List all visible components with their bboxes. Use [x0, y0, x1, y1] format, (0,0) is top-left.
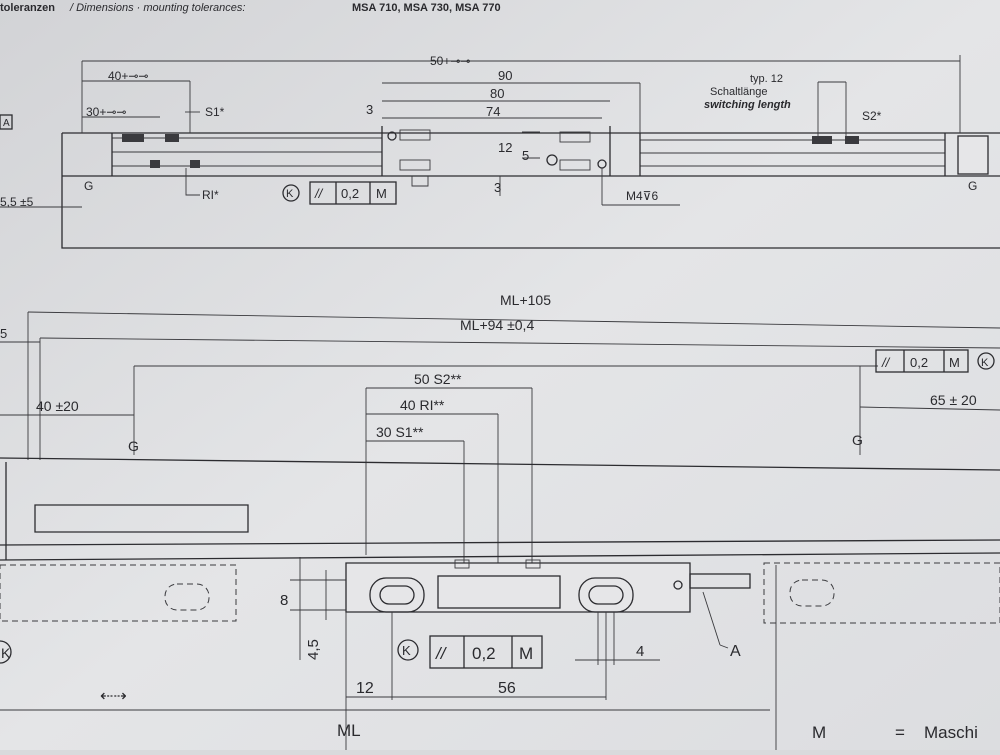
ghost-hole-right	[789, 579, 835, 607]
switching-length: switching length	[704, 99, 791, 111]
svg-text:M: M	[949, 355, 960, 370]
cable	[689, 573, 751, 589]
dim-4: 4	[636, 643, 644, 660]
dim-40-20: 40 ±20	[36, 398, 79, 414]
svg-text://: //	[435, 644, 448, 663]
header-italic: / Dimensions · mounting tolerances:	[69, 2, 245, 14]
label-s2: S2*	[862, 109, 882, 123]
typ-12: typ. 12	[750, 73, 783, 85]
svg-text:K: K	[286, 188, 294, 200]
m4-thread: M4⊽6	[626, 189, 658, 203]
mounting-hole-left	[369, 577, 425, 613]
right-mounting-area	[763, 562, 1000, 624]
dim-5: 5	[522, 148, 529, 163]
magnet-s1	[122, 134, 144, 142]
magnet-ri	[150, 160, 160, 168]
svg-text:0,2: 0,2	[472, 644, 496, 663]
dim-74: 74	[486, 104, 500, 119]
tol-frame-lower	[429, 635, 543, 669]
label-s1: S1*	[205, 105, 225, 119]
arrows: ⇠⇢	[100, 688, 127, 705]
label-g2: G	[968, 179, 977, 193]
svg-text:K: K	[402, 643, 411, 658]
dim-left-5: 5	[0, 326, 7, 341]
left-k-circle	[0, 640, 12, 664]
legend-m: M	[812, 723, 826, 742]
label-g-left: G	[128, 438, 139, 454]
legend-text: Maschi	[924, 723, 978, 742]
svg-text:M: M	[376, 186, 387, 201]
dim-40-ri: 40 RI**	[400, 397, 445, 413]
read-head-label-area	[437, 575, 561, 609]
left-box	[0, 114, 13, 130]
dim-ml-94: ML+94 ±0,4	[460, 317, 534, 333]
tol-k-circle	[282, 184, 300, 202]
dim-12: 12	[498, 140, 512, 155]
svg-text://: //	[881, 355, 891, 370]
dim-80: 80	[490, 86, 504, 101]
dim-3b: 3	[494, 180, 501, 195]
left-mounting-area	[0, 564, 237, 622]
read-head	[345, 562, 691, 613]
svg-text:K: K	[981, 357, 989, 369]
magnet-s2	[812, 136, 832, 144]
dim-8: 8	[280, 592, 288, 609]
top-frame	[61, 133, 1000, 249]
scale-window	[34, 504, 249, 533]
left-box-label: A	[3, 118, 10, 129]
tol-frame-upper	[875, 349, 969, 373]
dim-30-s1: 30 S1**	[376, 424, 424, 440]
schaltlaenge: Schaltlänge	[710, 86, 768, 98]
top-view: 50+⊸⊸ 40+⊸⊸ 30+⊸⊸ 90 80 74 3 3 12 5 5,5 …	[0, 54, 1000, 249]
dim-40: 40+⊸⊸	[108, 69, 148, 83]
dim-50-s2: 50 S2**	[414, 371, 462, 387]
header: toleranzen / Dimensions · mounting toler…	[0, 2, 501, 14]
label-g-right: G	[852, 432, 863, 448]
dim-30: 30+⊸⊸	[86, 105, 126, 119]
svg-text:M: M	[519, 644, 533, 663]
svg-text://: //	[314, 186, 324, 201]
dim-65-20: 65 ± 20	[930, 392, 977, 408]
legend-eq: =	[895, 723, 905, 742]
header-models: MSA 710, MSA 730, MSA 770	[352, 2, 501, 14]
tol-frame-top	[309, 181, 397, 205]
ghost-hole-left	[164, 583, 210, 611]
label-ri: RI*	[202, 188, 219, 202]
svg-text:0,2: 0,2	[341, 186, 359, 201]
dim-ml-105: ML+105	[500, 292, 551, 308]
svg-text:K: K	[1, 645, 11, 661]
dim-12: 12	[356, 680, 374, 697]
label-g1: G	[84, 179, 93, 193]
dim-3a: 3	[366, 102, 373, 117]
label-a: A	[730, 643, 741, 660]
dim-90: 90	[498, 68, 512, 83]
label-ml: ML	[337, 721, 361, 740]
dim-4-5: 4,5	[305, 639, 322, 660]
dim-5-5: 5,5 ±5	[0, 195, 34, 209]
dim-56: 56	[498, 680, 516, 697]
header-prefix: toleranzen	[0, 2, 55, 14]
dim-50: 50+⊸⊸	[430, 54, 470, 68]
main-view: ML+105 ML+94 ±0,4 5 40 ±20 65 ± 20 G G 5…	[0, 292, 1000, 750]
tol-k-circle-lower	[397, 639, 419, 661]
svg-text:0,2: 0,2	[910, 355, 928, 370]
